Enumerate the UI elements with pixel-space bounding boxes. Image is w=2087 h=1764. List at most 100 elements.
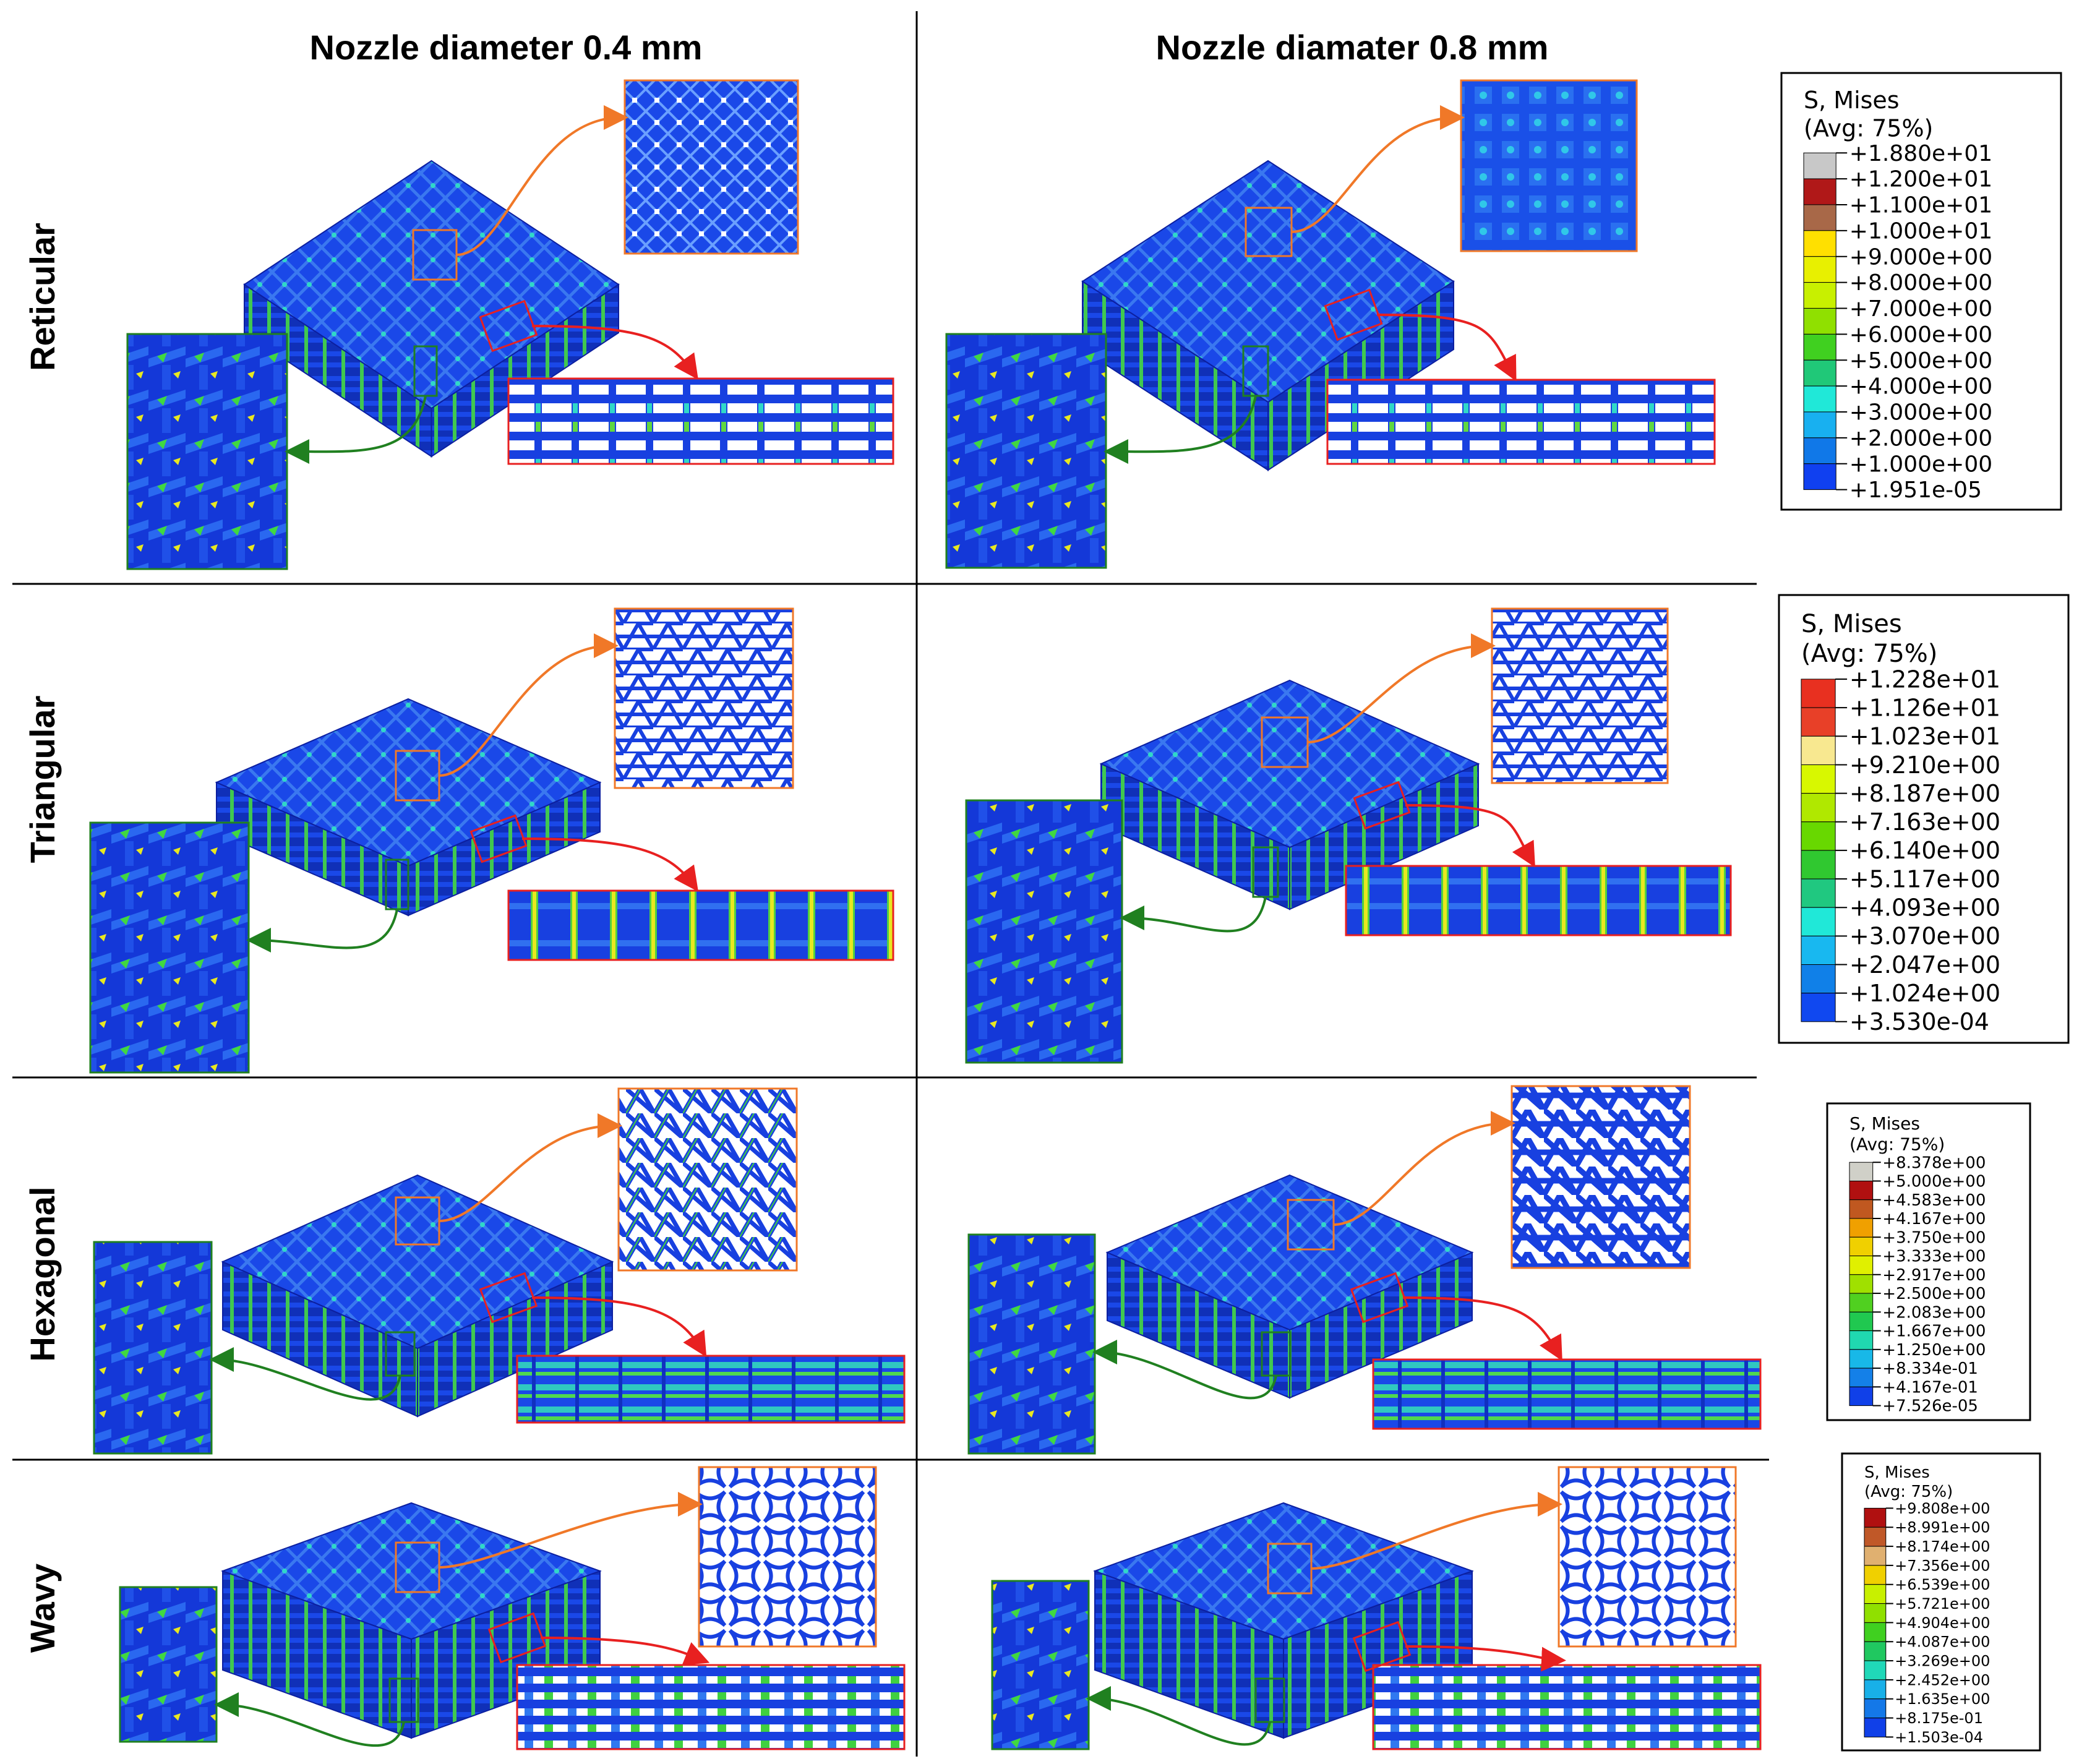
legend-swatch bbox=[1864, 1526, 1887, 1547]
legend-value: +8.991e+00 bbox=[1895, 1519, 1990, 1536]
arrow-to-top-inset bbox=[439, 1113, 622, 1222]
legend-swatch bbox=[1803, 256, 1836, 283]
side-region-marker bbox=[1324, 288, 1383, 341]
panel-hexagonal-04 bbox=[93, 1087, 906, 1455]
arrow-to-side-inset bbox=[531, 1296, 707, 1358]
legend-value: +4.583e+00 bbox=[1882, 1191, 1986, 1210]
side-region-marker bbox=[469, 814, 528, 863]
legend-value: +1.880e+01 bbox=[1849, 141, 1992, 166]
legend-value: +8.187e+00 bbox=[1849, 780, 2000, 807]
legend-value: +2.047e+00 bbox=[1849, 951, 2000, 978]
legend-swatch bbox=[1801, 878, 1836, 908]
legend-value: +9.808e+00 bbox=[1895, 1500, 1990, 1517]
legend-value: +2.500e+00 bbox=[1882, 1285, 1986, 1303]
legend-value: +4.904e+00 bbox=[1895, 1614, 1990, 1632]
legend-swatch bbox=[1803, 411, 1836, 439]
legend-swatch bbox=[1801, 993, 1836, 1022]
legend-value: +7.000e+00 bbox=[1849, 296, 1992, 322]
model-top-face bbox=[221, 1502, 602, 1640]
side-view-inset bbox=[507, 377, 894, 465]
side-view-inset bbox=[1372, 1358, 1762, 1430]
arrow-to-top-inset bbox=[1333, 1111, 1515, 1226]
legend-value: +6.000e+00 bbox=[1849, 322, 1992, 348]
legend-value: +6.140e+00 bbox=[1849, 837, 2000, 864]
legend-value: +8.175e-01 bbox=[1895, 1710, 1983, 1727]
side-view-inset bbox=[507, 889, 894, 961]
top-view-inset bbox=[1558, 1466, 1737, 1648]
side-region-marker bbox=[479, 1272, 538, 1324]
legend-swatch bbox=[1801, 964, 1836, 994]
legend-title: S, Mises bbox=[1864, 1463, 1930, 1482]
arrow-to-corner-inset bbox=[285, 395, 427, 465]
legend-swatch bbox=[1864, 1622, 1887, 1642]
legend-swatch bbox=[1849, 1236, 1874, 1257]
legend-swatch bbox=[1864, 1698, 1887, 1719]
legend-value: +8.334e-01 bbox=[1882, 1359, 1978, 1378]
legend-swatch bbox=[1849, 1330, 1874, 1350]
legend-swatch bbox=[1849, 1256, 1874, 1275]
legend-swatch bbox=[1849, 1199, 1874, 1219]
legend-value: +1.200e+01 bbox=[1849, 167, 1992, 192]
legend-swatch bbox=[1801, 821, 1836, 851]
legend-swatch bbox=[1803, 152, 1836, 179]
legend-swatch bbox=[1864, 1641, 1887, 1661]
arrow-to-corner-inset bbox=[214, 1692, 405, 1747]
legend-swatch bbox=[1803, 282, 1836, 309]
top-view-inset bbox=[1511, 1085, 1691, 1269]
legend-value: +8.378e+00 bbox=[1882, 1154, 1986, 1172]
legend-value: +8.000e+00 bbox=[1849, 270, 1992, 296]
legend-swatch bbox=[1864, 1718, 1887, 1737]
model-top-face bbox=[1093, 1502, 1474, 1640]
legend-swatch bbox=[1864, 1603, 1887, 1623]
top-view-inset bbox=[698, 1466, 877, 1648]
legend-swatch bbox=[1864, 1546, 1887, 1566]
legend-value: +1.503e-04 bbox=[1895, 1729, 1983, 1746]
corner-detail-inset bbox=[126, 333, 288, 570]
arrow-to-top-inset bbox=[1311, 1492, 1562, 1570]
side-region-marker bbox=[487, 1612, 547, 1664]
arrow-to-top-inset bbox=[1291, 105, 1465, 233]
legend-swatch bbox=[1801, 707, 1836, 737]
legend-value: +4.167e-01 bbox=[1882, 1378, 1978, 1397]
side-region-marker bbox=[479, 299, 538, 353]
arrow-to-corner-inset bbox=[1092, 1340, 1277, 1400]
arrow-to-side-inset bbox=[531, 325, 698, 380]
legend-subtitle: (Avg: 75%) bbox=[1804, 115, 1933, 142]
panel-wavy-04 bbox=[119, 1466, 906, 1750]
legend-swatch bbox=[1803, 385, 1836, 413]
arrow-to-corner-inset bbox=[1086, 1686, 1271, 1746]
legend-subtitle: (Avg: 75%) bbox=[1801, 640, 1937, 668]
legend-value: +3.269e+00 bbox=[1895, 1652, 1990, 1669]
arrow-to-corner-inset bbox=[246, 909, 398, 953]
legend-swatch bbox=[1864, 1679, 1887, 1700]
row-label-wavy: Wavy bbox=[23, 1564, 62, 1653]
legend-swatch bbox=[1849, 1218, 1874, 1238]
legend-value: +3.333e+00 bbox=[1882, 1248, 1986, 1266]
model-top-face bbox=[1105, 1174, 1474, 1331]
legend-3: S, Mises(Avg: 75%)+8.378e+00+5.000e+00+4… bbox=[1826, 1102, 2031, 1421]
legend-value: +5.000e+00 bbox=[1849, 348, 1992, 374]
legend-value: +2.452e+00 bbox=[1895, 1671, 1990, 1689]
column-title-right: Nozzle diamater 0.8 mm bbox=[1156, 28, 1549, 67]
legend-value: +3.530e-04 bbox=[1849, 1008, 1989, 1035]
legend-value: +1.951e-05 bbox=[1849, 477, 1982, 503]
corner-detail-inset bbox=[945, 333, 1107, 569]
legend-swatch bbox=[1803, 437, 1836, 465]
legend-swatch bbox=[1803, 359, 1836, 387]
legend-value: +3.070e+00 bbox=[1849, 923, 2000, 950]
panel-wavy-08 bbox=[991, 1466, 1762, 1750]
panel-reticular-08 bbox=[945, 79, 1716, 569]
legend-value: +2.083e+00 bbox=[1882, 1303, 1986, 1322]
side-region-marker bbox=[1350, 1272, 1409, 1324]
legend-4: S, Mises(Avg: 75%)+9.808e+00+8.991e+00+8… bbox=[1841, 1452, 2041, 1752]
legend-swatch bbox=[1849, 1386, 1874, 1406]
legend-value: +2.917e+00 bbox=[1882, 1266, 1986, 1285]
arrow-to-side-inset bbox=[1405, 804, 1535, 868]
legend-value: +5.721e+00 bbox=[1895, 1595, 1990, 1612]
legend-value: +3.750e+00 bbox=[1882, 1228, 1986, 1247]
row-label-triangular: Triangular bbox=[23, 696, 62, 863]
row-label-hexagonal: Hexagonal bbox=[23, 1186, 62, 1361]
side-view-inset bbox=[1372, 1664, 1762, 1750]
legend-value: +1.100e+01 bbox=[1849, 193, 1992, 218]
